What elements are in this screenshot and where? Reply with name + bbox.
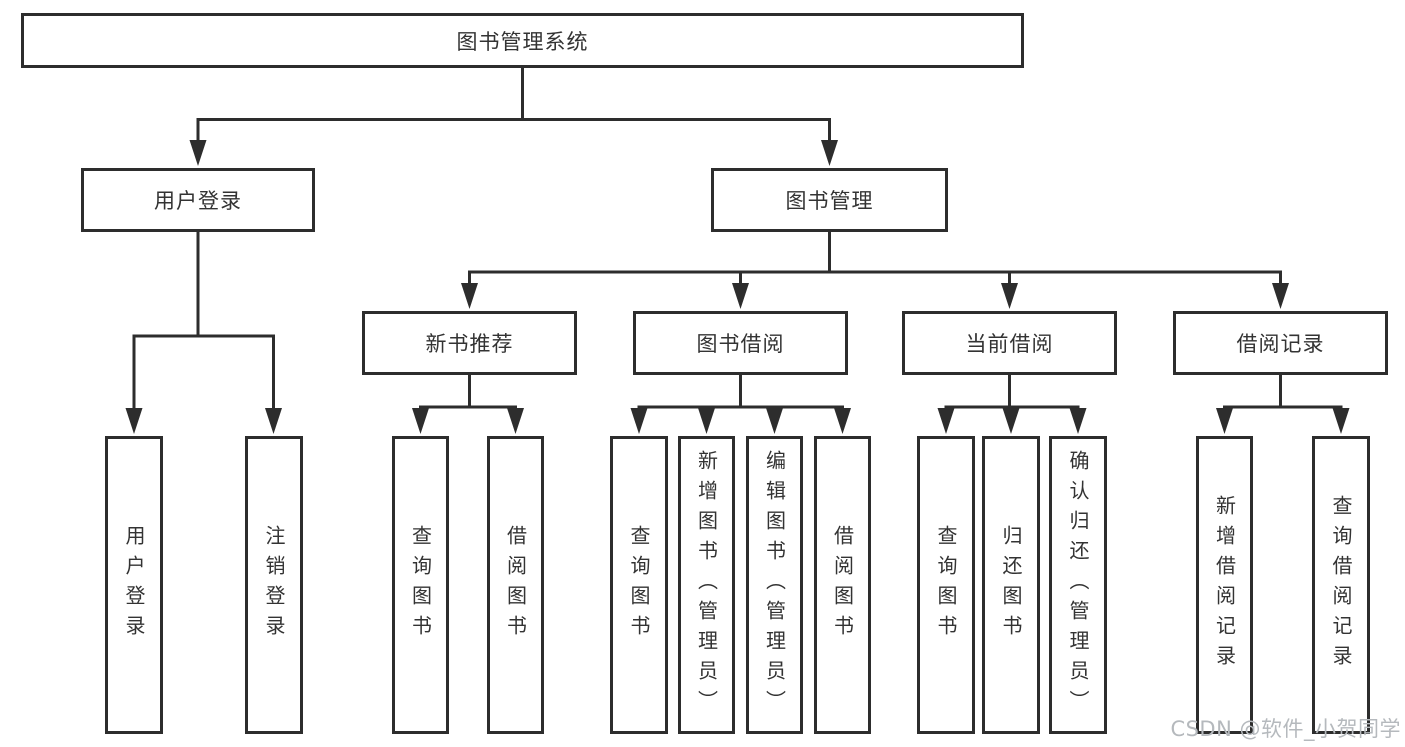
leaf-add-borrow-record: 新增借阅记录 <box>1196 436 1253 734</box>
arrow-down-icon <box>1001 283 1018 309</box>
leaf-query-books-borrowing: 查询图书 <box>610 436 668 734</box>
leaf-confirm-return-admin: 确认归还（管理员） <box>1049 436 1107 734</box>
node-book-borrowing: 图书借阅 <box>633 311 848 375</box>
leaf-add-book-admin: 新增图书（管理员） <box>678 436 735 734</box>
leaf-borrow-books-recommend: 借阅图书 <box>487 436 544 734</box>
leaf-borrow-books-label: 借阅图书 <box>830 525 855 645</box>
arrow-down-icon <box>1272 283 1289 309</box>
arrow-down-icon <box>937 408 955 434</box>
leaf-logout: 注销登录 <box>245 436 303 734</box>
node-library-system-label: 图书管理系统 <box>456 29 589 54</box>
leaf-query-books-borrowing-label: 查询图书 <box>627 525 651 645</box>
leaf-return-book: 归还图书 <box>982 436 1040 734</box>
leaf-add-book-admin-label: 新增图书（管理员） <box>694 450 719 720</box>
leaf-query-books-current: 查询图书 <box>917 436 975 734</box>
node-borrowing-records-label: 借阅记录 <box>1236 332 1325 356</box>
leaf-query-books-current-label: 查询图书 <box>934 525 958 645</box>
node-library-system: 图书管理系统 <box>21 13 1024 68</box>
leaf-edit-book-admin: 编辑图书（管理员） <box>746 436 803 734</box>
leaf-borrow-books: 借阅图书 <box>814 436 871 734</box>
arrow-down-icon <box>1069 408 1087 434</box>
arrow-down-icon <box>265 408 282 434</box>
leaf-query-borrow-record-label: 查询借阅记录 <box>1329 495 1353 675</box>
arrow-down-icon <box>834 408 851 434</box>
arrowheads <box>125 140 1350 434</box>
node-new-book-recommendation: 新书推荐 <box>362 311 577 375</box>
arrow-down-icon <box>1002 408 1020 434</box>
arrow-down-icon <box>821 140 838 166</box>
arrow-down-icon <box>412 408 429 434</box>
arrow-down-icon <box>125 408 143 434</box>
arrow-down-icon <box>732 283 749 309</box>
arrow-down-icon <box>507 408 524 434</box>
leaf-borrow-books-recommend-label: 借阅图书 <box>503 525 528 645</box>
leaf-add-borrow-record-label: 新增借阅记录 <box>1212 495 1237 675</box>
node-borrowing-records: 借阅记录 <box>1173 311 1388 375</box>
node-book-management: 图书管理 <box>711 168 948 232</box>
leaf-logout-label: 注销登录 <box>262 525 286 645</box>
leaf-confirm-return-admin-label: 确认归还（管理员） <box>1066 450 1090 720</box>
leaf-query-books-recommend-label: 查询图书 <box>408 525 433 645</box>
node-book-management-label: 图书管理 <box>785 189 874 213</box>
node-user-login-label: 用户登录 <box>154 189 242 213</box>
arrow-down-icon <box>1332 408 1350 434</box>
leaf-query-borrow-record: 查询借阅记录 <box>1312 436 1370 734</box>
arrow-down-icon <box>189 140 207 166</box>
node-current-borrowing-label: 当前借阅 <box>965 332 1054 356</box>
leaf-edit-book-admin-label: 编辑图书（管理员） <box>762 450 787 720</box>
arrow-down-icon <box>630 408 648 434</box>
connector-path <box>132 68 1343 411</box>
leaf-return-book-label: 归还图书 <box>999 525 1023 645</box>
node-new-book-recommendation-label: 新书推荐 <box>425 332 514 356</box>
leaf-user-login-label: 用户登录 <box>122 525 146 645</box>
arrow-down-icon <box>1216 408 1233 434</box>
arrow-down-icon <box>461 283 478 309</box>
leaf-user-login: 用户登录 <box>105 436 163 734</box>
arrow-down-icon <box>766 408 783 434</box>
arrow-down-icon <box>698 408 715 434</box>
csdn-watermark: CSDN @软件_小贺同学 <box>1170 717 1401 741</box>
leaf-query-books-recommend: 查询图书 <box>392 436 449 734</box>
node-book-borrowing-label: 图书借阅 <box>696 332 785 356</box>
node-current-borrowing: 当前借阅 <box>902 311 1117 375</box>
node-user-login: 用户登录 <box>81 168 315 232</box>
